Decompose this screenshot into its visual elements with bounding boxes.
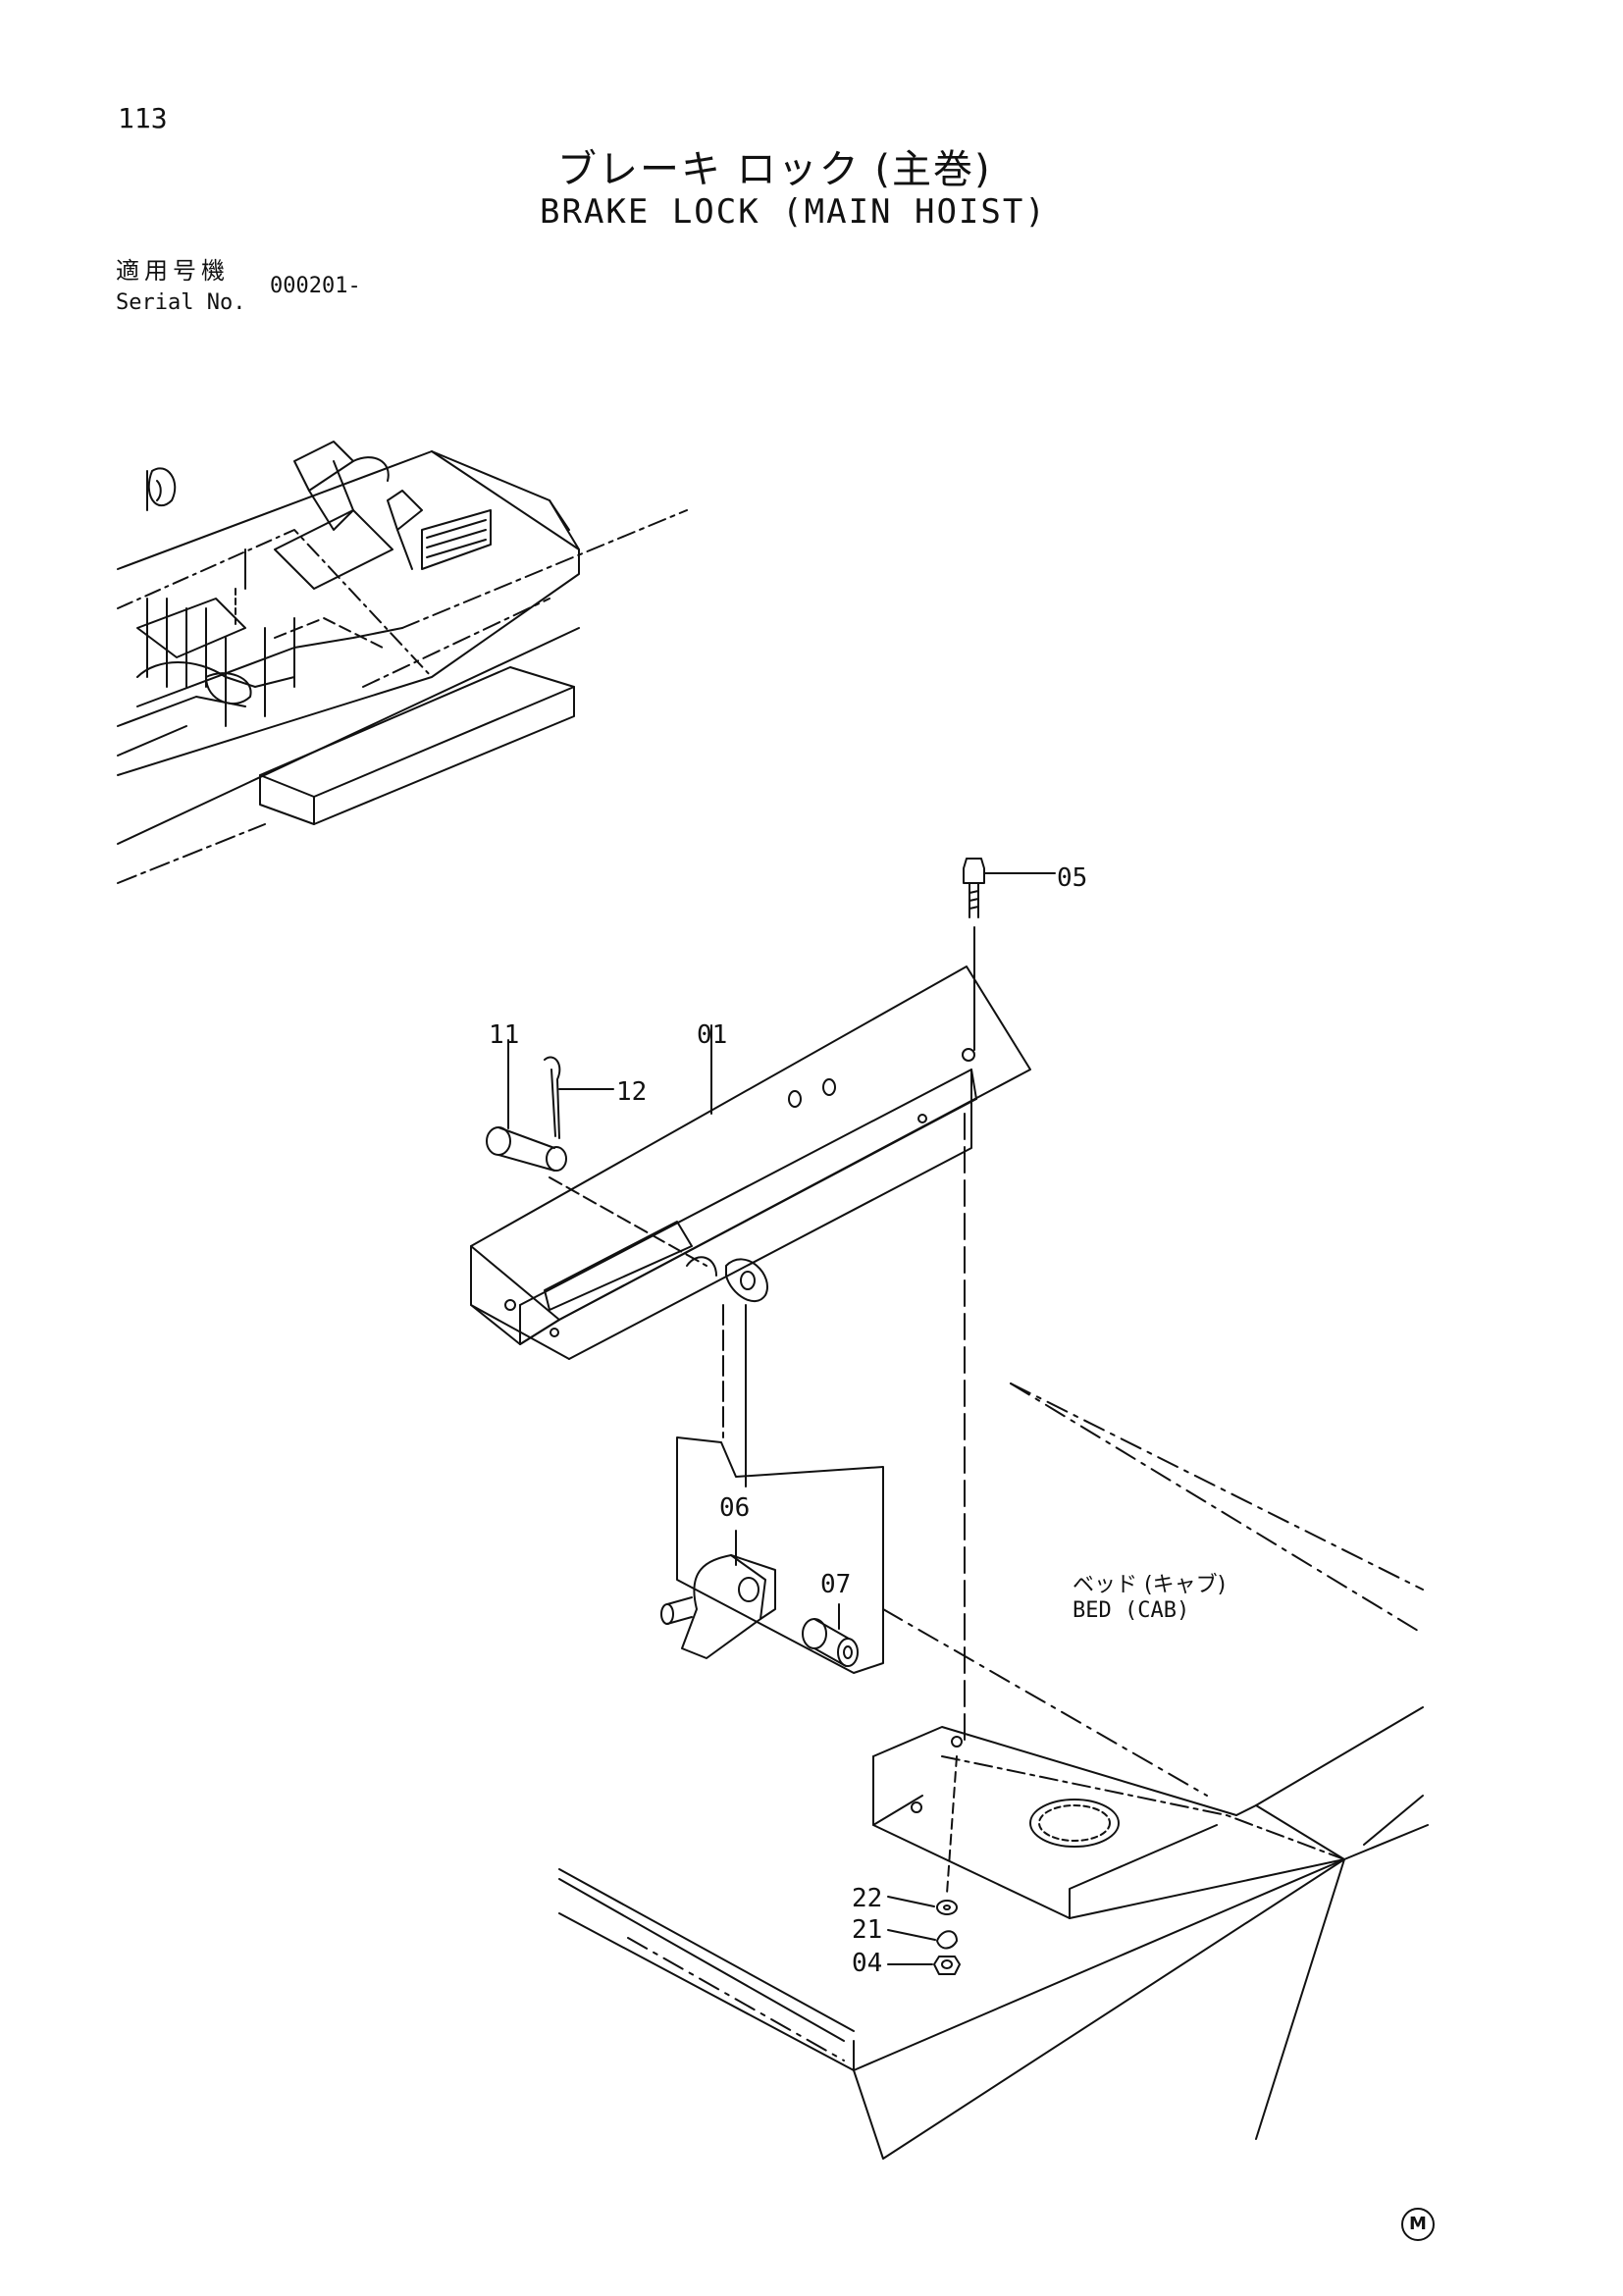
bed-label-english: BED (CAB) (1073, 1598, 1190, 1623)
callout-part-11: 11 (489, 1020, 520, 1050)
leader-lines (508, 873, 1055, 1964)
page-number: 113 (118, 102, 168, 134)
callout-part-21: 21 (852, 1915, 883, 1945)
serial-label-japanese: 適用号機 (116, 257, 230, 285)
callout-part-06: 06 (719, 1493, 751, 1523)
bed-frame (559, 1383, 1428, 2159)
callout-part-22: 22 (852, 1884, 883, 1913)
bracket-assembly (471, 859, 1030, 1974)
callout-part-04: 04 (852, 1949, 883, 1978)
callout-part-12: 12 (616, 1077, 648, 1107)
title-japanese: ブレーキ ロック (主巻) (557, 147, 992, 192)
title-english: BRAKE LOCK (MAIN HOIST) (540, 192, 1047, 232)
callout-part-05: 05 (1057, 863, 1088, 893)
callout-part-07: 07 (820, 1570, 852, 1599)
callout-part-01: 01 (697, 1020, 728, 1050)
serial-number-value: 000201- (270, 274, 361, 298)
serial-label-english: Serial No. (116, 290, 246, 315)
inset-console-view (118, 442, 687, 883)
circled-m-mark-icon: M (1401, 2208, 1435, 2241)
bed-label-japanese: ベッド (キャブ) (1073, 1573, 1227, 1597)
